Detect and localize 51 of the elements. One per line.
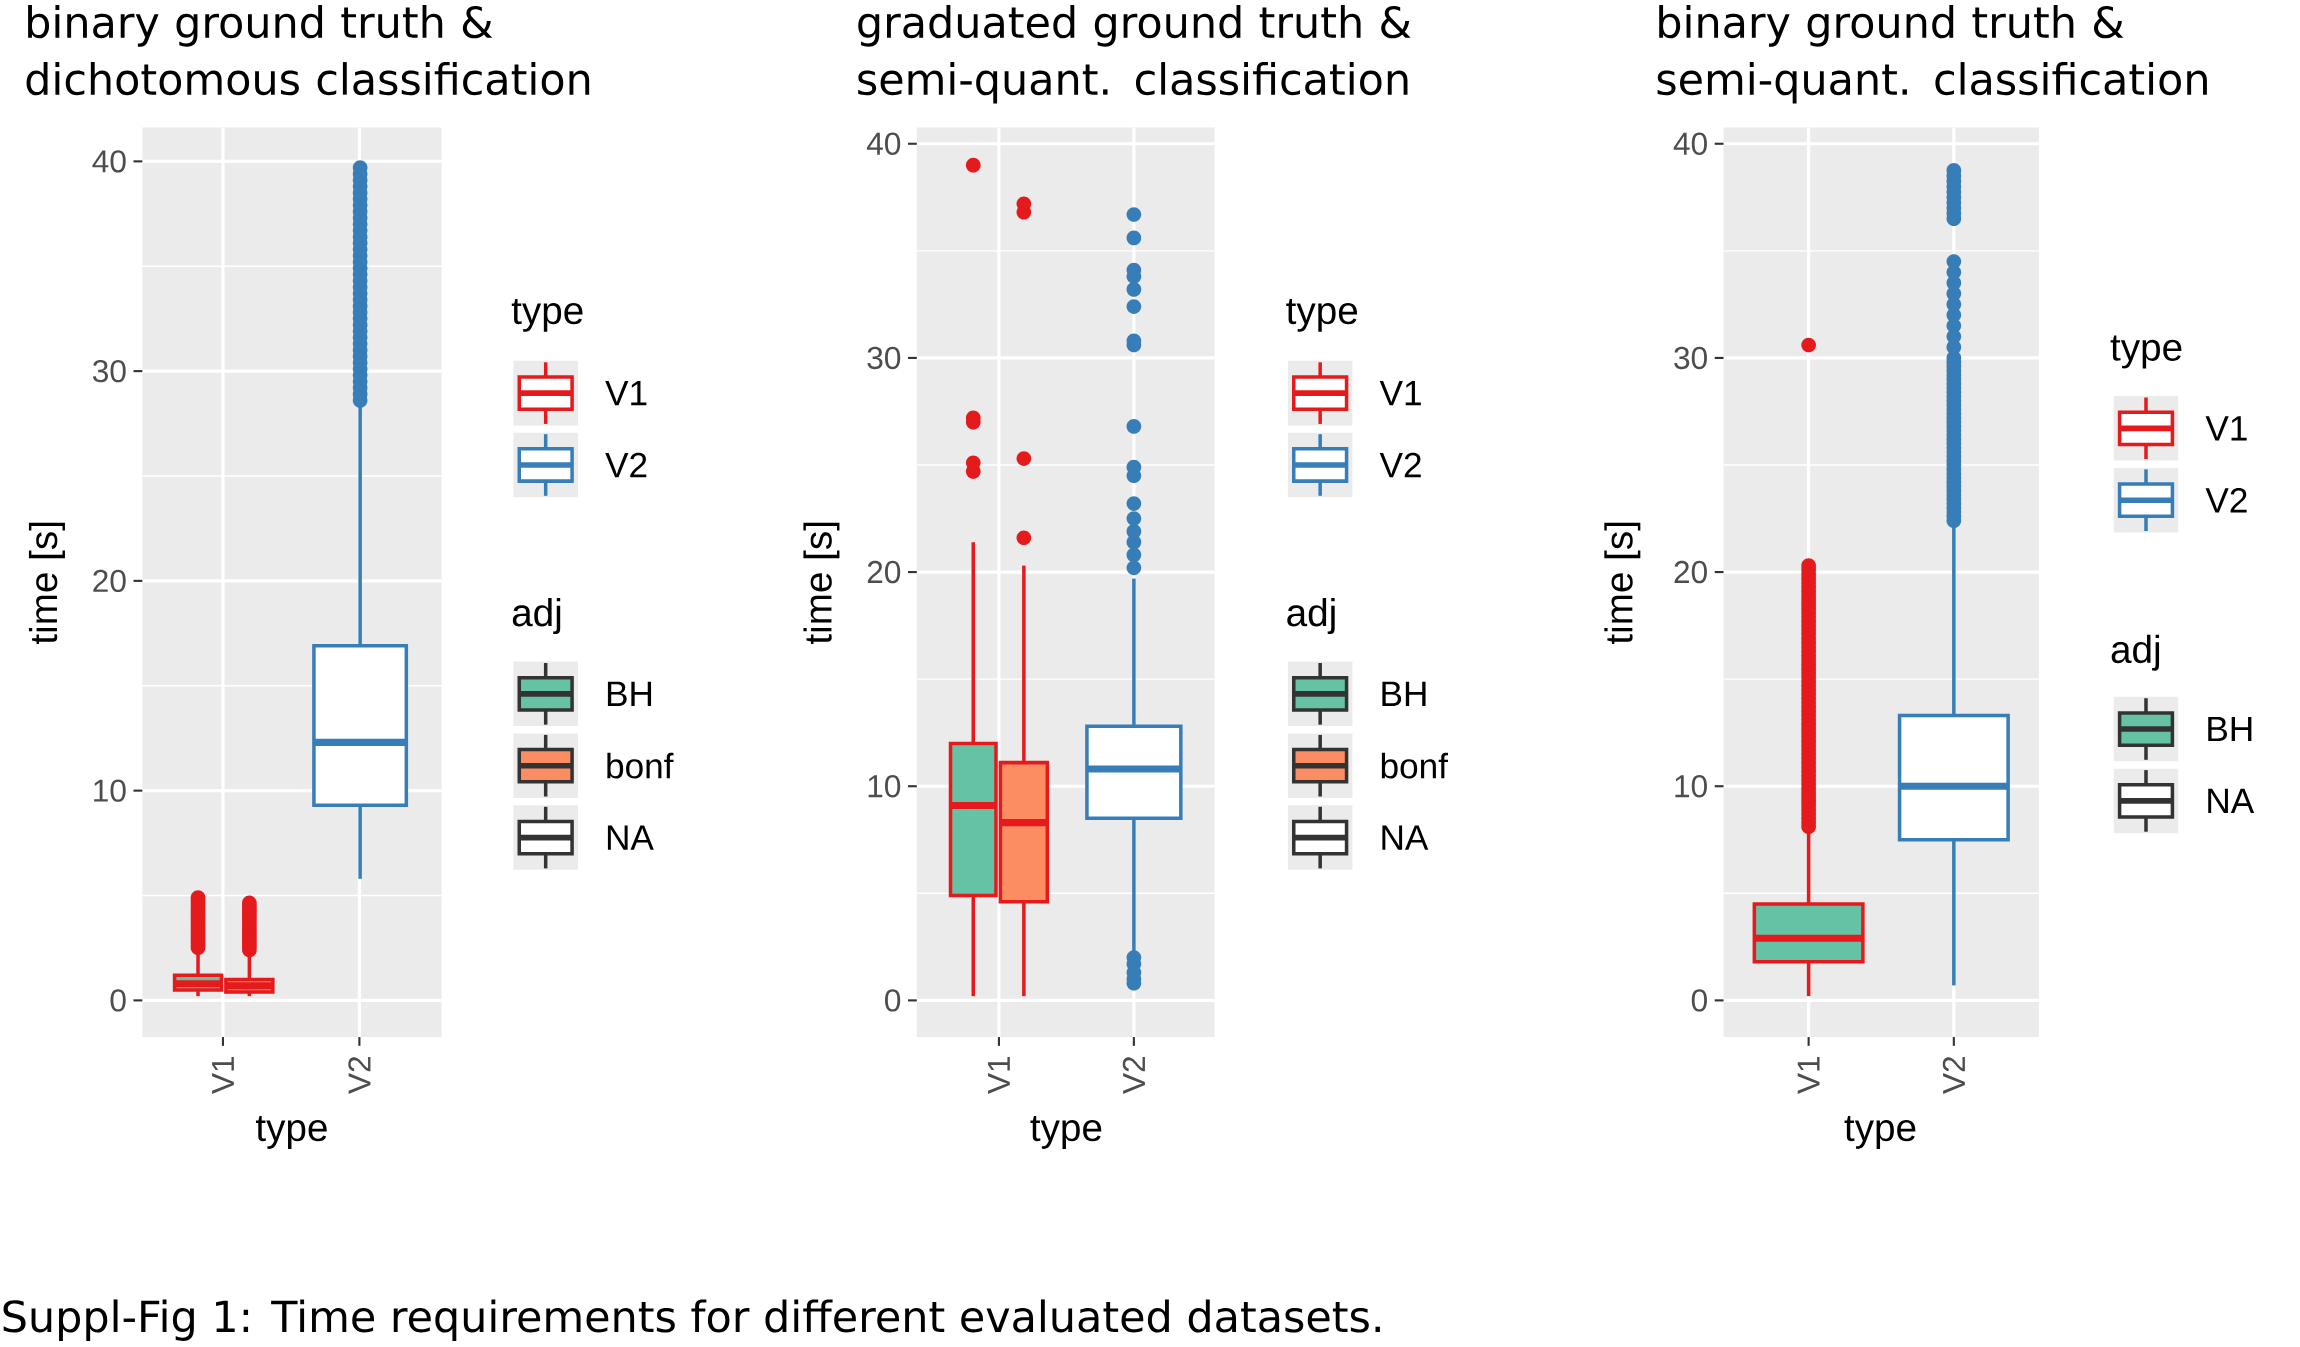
legend-title: adj — [1287, 598, 1335, 635]
tick-label: 0 — [885, 989, 901, 1012]
tick-label: 10 — [1675, 775, 1707, 798]
tick-label: V2 — [1122, 1057, 1145, 1095]
axis-title: time [s] — [1604, 523, 1641, 645]
tick-label: 10 — [94, 779, 126, 803]
legend-title: type — [1286, 299, 1358, 333]
legend-title: adj — [512, 598, 561, 635]
panel-title: binary ground truth & semi-quant. classification — [1657, 5, 2207, 104]
axis-title: type — [1844, 1116, 1916, 1150]
panel-title: graduated ground truth & semi-quant. classification — [858, 5, 1411, 104]
tick-label: 20 — [93, 569, 126, 593]
legend-label: V1 — [605, 381, 647, 406]
legend-label: NA — [1382, 825, 1429, 850]
tick-label: 0 — [1691, 989, 1707, 1012]
tick-label: 30 — [1674, 346, 1707, 370]
tick-label: 30 — [867, 346, 901, 370]
tick-label: 30 — [92, 360, 126, 383]
tick-label: V1 — [212, 1057, 234, 1095]
tick-label: 10 — [868, 775, 901, 798]
tick-label: V2 — [348, 1057, 371, 1095]
axis-title: time [s] — [28, 523, 65, 645]
tick-label: 40 — [866, 132, 901, 156]
legend-label: BH — [2208, 717, 2252, 742]
tick-label: 20 — [867, 561, 901, 584]
axis-title: time [s] — [803, 523, 840, 645]
legend-label: BH — [1382, 681, 1426, 707]
tick-label: 40 — [1673, 132, 1707, 156]
caption: Suppl-Fig 1: Time requirements for different evaluated datasets. — [3, 1299, 1380, 1342]
tick-label: 0 — [110, 989, 126, 1012]
legend-label: V2 — [1379, 452, 1421, 478]
legend-title: type — [511, 299, 583, 333]
tick-label: 40 — [92, 150, 126, 173]
legend-title: type — [2110, 335, 2182, 369]
legend-label: bonf — [1381, 753, 1448, 779]
legend-label: NA — [2208, 789, 2255, 814]
legend-label: V2 — [2205, 488, 2247, 513]
tick-label: V2 — [1942, 1057, 1965, 1095]
legend-label: V2 — [605, 452, 647, 478]
tick-label: V1 — [1797, 1057, 1820, 1095]
tick-label: 20 — [1674, 561, 1707, 584]
axis-title: type — [1030, 1116, 1102, 1150]
legend-label: V1 — [1379, 381, 1421, 406]
tick-label: V1 — [988, 1057, 1010, 1095]
legend-label: bonf — [607, 753, 674, 779]
legend-label: BH — [607, 681, 652, 707]
legend-title: adj — [2111, 634, 2160, 671]
panel-title: binary ground truth & dichotomous classification — [26, 5, 590, 96]
legend-label: NA — [607, 825, 654, 850]
legend-label: V1 — [2205, 416, 2247, 441]
axis-title: type — [255, 1116, 327, 1150]
